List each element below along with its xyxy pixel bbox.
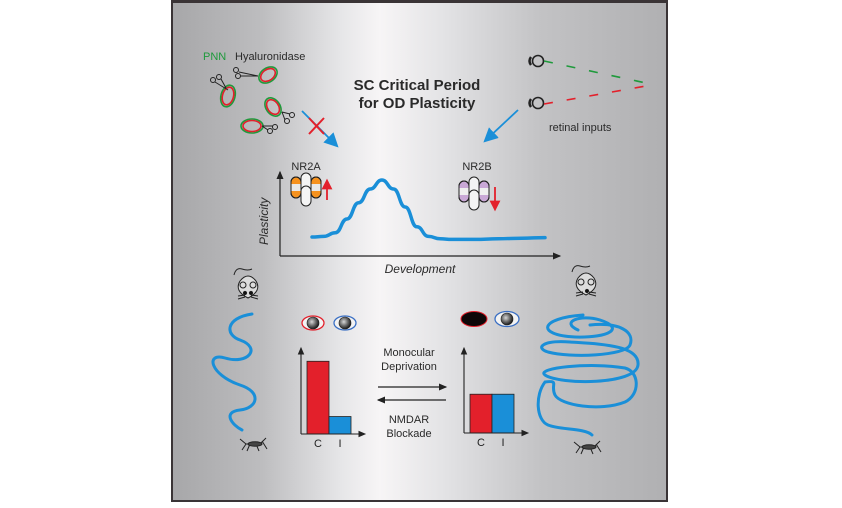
md-label-line1: Monocular bbox=[383, 347, 435, 359]
title-line1: SC Critical Period bbox=[354, 77, 481, 94]
axon-arbor-narrow bbox=[211, 312, 257, 432]
bar-tick-label: C bbox=[477, 437, 485, 449]
y-axis-label: Plasticity bbox=[257, 197, 271, 245]
nmdar-label-line2: Blockade bbox=[386, 428, 431, 440]
bar-i bbox=[328, 416, 352, 435]
mouse-icon bbox=[571, 265, 597, 297]
bar-c bbox=[469, 393, 493, 434]
pnn-net-icon bbox=[219, 66, 282, 134]
eye-icon bbox=[301, 315, 357, 331]
nmda-receptor-icon bbox=[458, 176, 490, 211]
retinal-input-green bbox=[543, 60, 647, 84]
eye-icon bbox=[528, 54, 545, 110]
bar-c bbox=[306, 360, 330, 435]
mouse-icon bbox=[233, 268, 259, 300]
title-line2: for OD Plasticity bbox=[359, 95, 476, 112]
cross-icon bbox=[308, 117, 325, 135]
plasticity-curve bbox=[310, 178, 547, 242]
nmda-receptor-icon bbox=[290, 172, 322, 207]
plasticity-axes bbox=[276, 170, 562, 260]
bar-i bbox=[491, 393, 515, 434]
nr2a-label: NR2A bbox=[291, 161, 321, 173]
nr2b-label: NR2B bbox=[462, 161, 491, 173]
axon-arbor-expanded bbox=[536, 313, 640, 437]
cricket-icon bbox=[239, 437, 268, 452]
retinal-input-red bbox=[543, 85, 647, 105]
scissors-icon bbox=[210, 67, 295, 134]
figure-panel bbox=[171, 0, 668, 502]
pnn-label: PNN bbox=[203, 51, 226, 63]
md-label-line2: Deprivation bbox=[381, 361, 437, 373]
hyaluronidase-label: Hyaluronidase bbox=[235, 51, 305, 63]
x-axis-label: Development bbox=[385, 262, 456, 276]
bar-tick-label: I bbox=[338, 438, 341, 450]
bar-tick-label: I bbox=[501, 437, 504, 449]
retinal-inputs-label: retinal inputs bbox=[549, 122, 612, 134]
bar-tick-label: C bbox=[314, 438, 322, 450]
retinal-arrow bbox=[483, 109, 519, 143]
nmdar-label-line1: NMDAR bbox=[389, 414, 429, 426]
cricket-icon bbox=[573, 440, 602, 455]
eye-icon bbox=[460, 310, 520, 328]
